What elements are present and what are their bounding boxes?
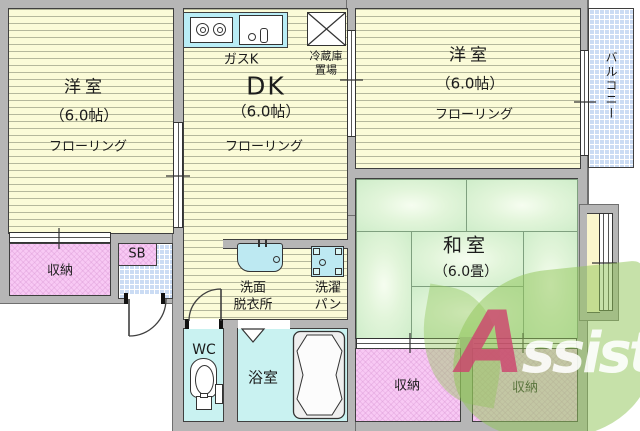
- kitchen-sink-icon: [239, 15, 283, 45]
- stove-burner-icon: [196, 23, 209, 36]
- sink-drain-icon: [248, 33, 256, 41]
- toilet-seat-icon: [195, 365, 214, 395]
- bath-door-opening: [238, 320, 290, 329]
- japanese-room-name: 和室: [442, 234, 490, 257]
- toilet-icon: [190, 358, 217, 398]
- storage-right-label: 収納: [511, 380, 539, 396]
- gas-kitchen-label: ガスK: [223, 52, 259, 68]
- tatami-mat: [356, 231, 412, 339]
- pan-corner: [313, 268, 320, 275]
- washroom-label-2: 脱衣所: [233, 297, 273, 313]
- toilet-handle-icon: [200, 393, 208, 398]
- balcony-window: [580, 50, 589, 156]
- toilet-paper-icon: [215, 384, 223, 404]
- tatami-mat: [466, 179, 578, 232]
- door-bracket: [219, 319, 223, 329]
- entrance-door-arc: [128, 298, 167, 337]
- fridge-space-label-2: 置場: [315, 63, 337, 77]
- wc-label: WC: [192, 342, 216, 358]
- laundry-pan-label-1: 洗濯: [314, 280, 342, 296]
- pan-corner: [335, 268, 342, 275]
- japanese-room-size: （6.0畳）: [433, 264, 499, 280]
- west-room-left-area: [8, 8, 174, 234]
- laundry-pan-icon: [311, 246, 344, 277]
- storage-left-area: [9, 243, 111, 296]
- storage-mid-label: 収納: [393, 378, 421, 394]
- shoe-box-area: [118, 243, 157, 266]
- pan-corner: [335, 248, 342, 255]
- west-room-left-size: （6.0帖）: [49, 106, 119, 125]
- tatami-mat: [411, 286, 524, 339]
- bathroom-label: 浴室: [247, 368, 279, 387]
- washroom-label-1: 洗面: [239, 280, 267, 296]
- west-room-right-floor: フローリング: [434, 107, 514, 123]
- sink-faucet-icon: [260, 28, 268, 43]
- sliding-door-west-dk: [173, 122, 183, 228]
- pan-corner: [313, 248, 320, 255]
- storage-left-label: 収納: [46, 263, 74, 279]
- balcony-label: バルコニー: [604, 51, 618, 121]
- tatami-mat: [356, 179, 467, 232]
- pan-drain-icon: [319, 259, 326, 266]
- washbasin-icon: [237, 239, 283, 272]
- closet-slider-band: [9, 232, 111, 243]
- entrance-opening: [127, 294, 163, 304]
- shoe-box-label: SB: [128, 246, 146, 262]
- west-room-left-floor: フローリング: [48, 139, 128, 155]
- west-room-left-name: 洋室: [64, 77, 106, 98]
- bay-window-glass: [599, 213, 613, 311]
- washroom-divider-wall: [223, 239, 348, 249]
- west-room-right-name: 洋室: [449, 45, 491, 66]
- dk-floor: フローリング: [224, 139, 304, 155]
- washbasin-faucet-icon: [265, 239, 267, 247]
- laundry-pan-label-2: パン: [314, 297, 342, 313]
- toilet-base-icon: [196, 396, 212, 410]
- west-room-right-area: [355, 8, 581, 169]
- door-bracket: [161, 293, 165, 304]
- tatami-mat: [523, 231, 578, 339]
- west-room-right-size: （6.0帖）: [435, 74, 505, 93]
- fridge-space-icon: [307, 12, 346, 46]
- dk-name: DK: [246, 71, 286, 101]
- washbasin-faucet-icon: [258, 239, 260, 247]
- door-bracket: [124, 293, 128, 304]
- balcony-area: [588, 8, 634, 168]
- stove-burner-icon: [213, 23, 226, 36]
- japanese-room-area: [355, 178, 578, 339]
- wc-door-opening: [189, 319, 220, 329]
- dk-size: （6.0帖）: [231, 102, 301, 121]
- door-bracket: [185, 319, 189, 329]
- sliding-door-dk-east: [347, 30, 356, 137]
- storage-mid-area: [355, 348, 461, 422]
- gas-stove-icon: [190, 17, 233, 43]
- fridge-space-label-1: 冷蔵庫: [309, 49, 343, 63]
- washbasin-drain-icon: [273, 256, 280, 263]
